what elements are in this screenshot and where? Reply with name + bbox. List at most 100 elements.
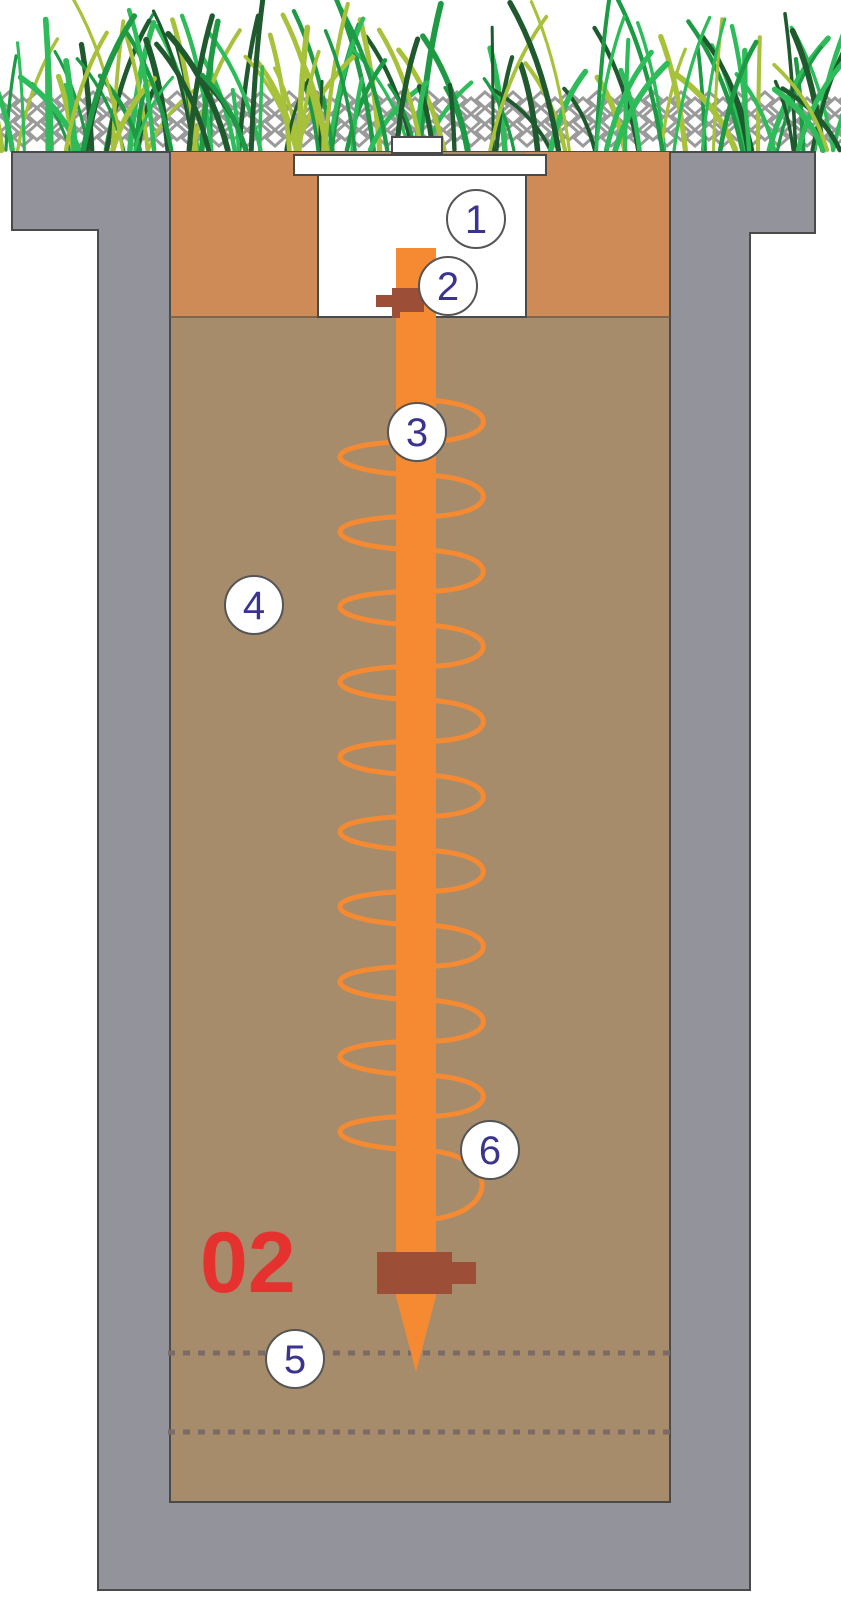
gravel-stone: [263, 111, 287, 133]
gravel-stone: [823, 95, 841, 117]
gravel-stone: [151, 127, 175, 149]
pit-inner-outline: [169, 152, 671, 1503]
callout-1-label: 1: [465, 198, 487, 242]
grass-blade: [715, 55, 749, 152]
grass-blade: [700, 17, 727, 152]
grass-blade: [717, 39, 759, 153]
grass-blade: [104, 18, 152, 153]
grass-blade: [529, 0, 571, 152]
callout-2: 2: [418, 256, 478, 316]
gravel-stone: [753, 89, 777, 111]
grass-blade: [230, 87, 241, 152]
gravel-stone: [11, 95, 35, 117]
ground-rod-tip: [396, 1296, 436, 1372]
gravel-stone: [585, 105, 609, 127]
grass-blade: [63, 30, 109, 153]
grass-blade: [772, 62, 830, 152]
grass-blade: [154, 41, 211, 153]
grass-blade: [416, 0, 444, 153]
grass-blade: [71, 0, 125, 152]
topsoil-right: [526, 152, 670, 317]
grass-blade: [80, 13, 138, 153]
inspection-box-lid-handle: [391, 136, 443, 154]
grass-blade: [603, 49, 654, 153]
gravel-stone: [459, 95, 483, 117]
gravel-stone: [263, 127, 287, 149]
grass-blade: [517, 61, 541, 153]
grass-blade: [323, 29, 357, 152]
grass-blade: [248, 0, 266, 153]
grass-blade: [291, 8, 335, 153]
gravel-stone: [585, 121, 609, 143]
topsoil-left: [170, 152, 318, 317]
callout-4-label: 4: [243, 584, 265, 628]
grass-blade: [170, 17, 199, 153]
gravel-stone: [641, 105, 665, 127]
gravel-stone: [249, 105, 273, 127]
grass-blade: [594, 14, 626, 152]
grass-blade: [267, 32, 292, 153]
grass-blade: [337, 5, 390, 153]
callout-1: 1: [446, 189, 506, 249]
grass-blade: [123, 28, 174, 153]
grass-icon: [0, 0, 841, 153]
gravel-stone: [585, 89, 609, 111]
callout-3-label: 3: [406, 411, 428, 455]
spiral-conductor: [337, 397, 486, 1223]
gravel-stone: [655, 95, 679, 117]
grass-blade: [300, 63, 330, 153]
grass-blade: [447, 82, 457, 153]
gravel-stone: [501, 89, 525, 111]
grass-blade: [15, 41, 26, 152]
grass-blade: [783, 11, 798, 152]
grass-blade: [686, 19, 745, 153]
grass-blade: [165, 30, 231, 153]
grass-blade: [672, 71, 739, 153]
grass-blade: [322, 1, 350, 153]
grass-blade: [830, 113, 841, 153]
grass-blade: [344, 58, 388, 153]
grass-blade: [0, 120, 5, 153]
grass-blade: [734, 71, 777, 153]
grass-blade: [795, 61, 841, 153]
grass-blade: [488, 14, 549, 152]
grass-blade: [364, 34, 415, 153]
gravel-stone: [823, 111, 841, 133]
grass-blade: [490, 87, 553, 152]
gravel-stone: [459, 111, 483, 133]
grass-blade: [295, 24, 311, 153]
gravel-stone: [347, 127, 371, 149]
grass-blade: [199, 72, 248, 153]
callout-5: 5: [265, 1329, 325, 1389]
grass-blade: [110, 75, 157, 153]
gravel-stone: [249, 89, 273, 111]
callout-3: 3: [387, 402, 447, 462]
callout-4: 4: [224, 575, 284, 635]
gravel-stone: [571, 111, 595, 133]
grass-blade: [4, 54, 18, 152]
grass-blade: [0, 90, 15, 153]
figure-number: 02: [200, 1215, 296, 1311]
callout-5-label: 5: [284, 1338, 306, 1382]
grass-blade: [298, 49, 321, 152]
gravel-stone: [11, 111, 35, 133]
gravel-stone: [207, 127, 231, 149]
grass-blade: [658, 34, 688, 153]
bottom-clamp: [377, 1252, 476, 1294]
callout-2-label: 2: [437, 265, 459, 309]
gravel-stone: [501, 105, 525, 127]
grass-blade: [780, 86, 841, 153]
grass-blade: [507, 0, 562, 153]
gravel-stone: [767, 95, 791, 117]
gravel-stone: [361, 89, 385, 111]
gravel-stone: [0, 89, 21, 111]
grass-blade: [17, 74, 82, 153]
grass-blade: [672, 15, 712, 152]
grass-blade: [659, 47, 687, 152]
callout-6: 6: [460, 1120, 520, 1180]
grass-blade: [773, 79, 795, 152]
grass-blade: [121, 23, 150, 152]
grass-blade: [612, 60, 670, 153]
callout-6-label: 6: [479, 1129, 501, 1173]
gravel-stone: [165, 121, 189, 143]
